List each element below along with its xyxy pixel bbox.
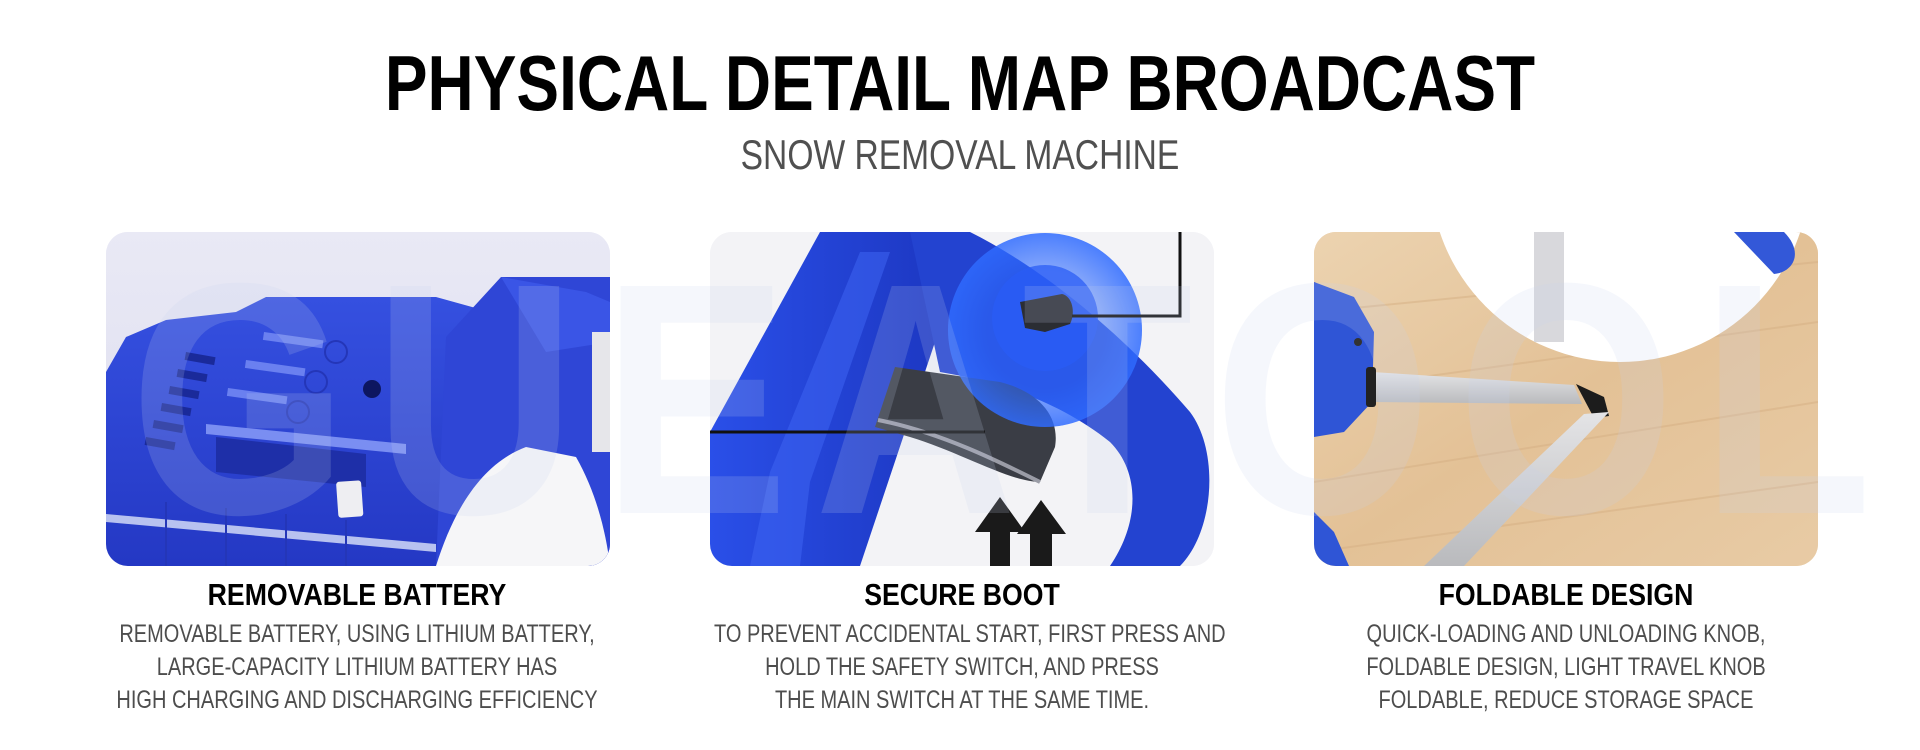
safety-switch-illustration [710,232,1214,566]
feature-description-line: TO PREVENT ACCIDENTAL START, FIRST PRESS… [714,620,1226,648]
up-arrow-icon [1017,500,1066,566]
feature-description-line: FOLDABLE, REDUCE STORAGE SPACE [1378,686,1754,714]
up-arrow-icon [975,497,1025,566]
feature-description-line: REMOVABLE BATTERY, USING LITHIUM BATTERY… [119,620,595,648]
feature-title: FOLDABLE DESIGN [1438,577,1694,612]
folding-tube-image [1314,232,1818,566]
feature-description-line: LARGE-CAPACITY LITHIUM BATTERY HAS [156,653,558,681]
feature-secure-boot: SECURE BOOT TO PREVENT ACCIDENTAL START,… [652,572,1272,717]
safety-switch-image [710,232,1214,566]
feature-foldable-design: FOLDABLE DESIGN QUICK-LOADING AND UNLOAD… [1256,572,1876,717]
feature-description-line: HOLD THE SAFETY SWITCH, AND PRESS [765,653,1159,681]
feature-description-line: HIGH CHARGING AND DISCHARGING EFFICIENCY [116,686,598,714]
feature-description-line: QUICK-LOADING AND UNLOADING KNOB, [1366,620,1766,648]
feature-description-line: THE MAIN SWITCH AT THE SAME TIME. [774,686,1150,714]
page-subtitle: SNOW REMOVAL MACHINE [740,131,1180,178]
feature-description-line: FOLDABLE DESIGN, LIGHT TRAVEL KNOB [1366,653,1766,681]
feature-removable-battery: REMOVABLE BATTERY REMOVABLE BATTERY, USI… [47,572,667,717]
battery-image [106,232,610,566]
feature-title: REMOVABLE BATTERY [207,577,507,612]
battery-illustration [106,232,610,566]
page-title: PHYSICAL DETAIL MAP BROADCAST [384,39,1536,127]
feature-title: SECURE BOOT [864,577,1060,612]
folding-tube-illustration [1314,232,1818,566]
